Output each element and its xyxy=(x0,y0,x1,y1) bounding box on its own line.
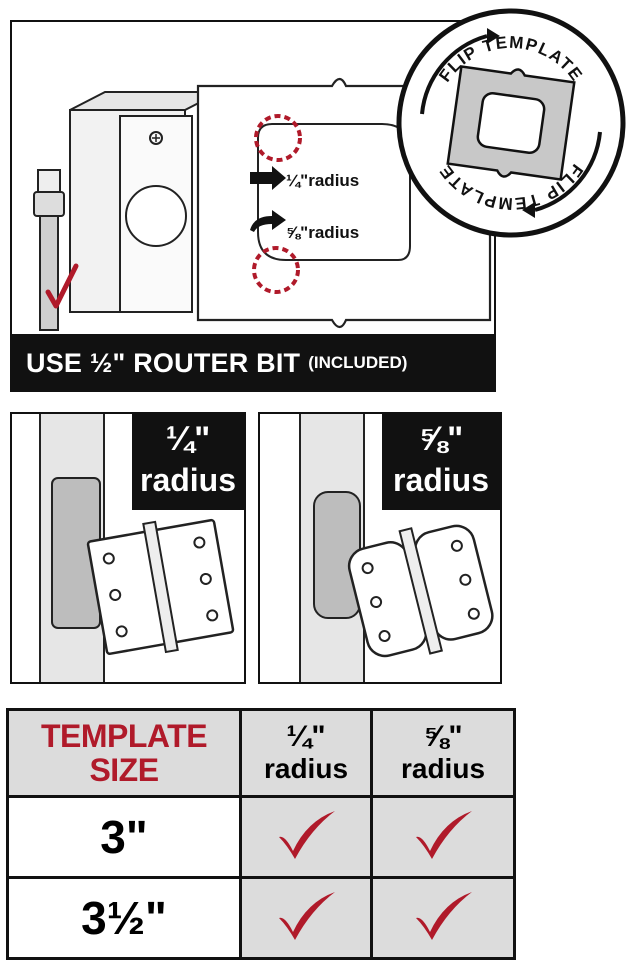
router-bit-text: USE ½" ROUTER BIT xyxy=(26,347,301,378)
check-cell xyxy=(239,795,373,879)
radius-fraction: ¼" xyxy=(165,420,211,458)
template-size-table: TEMPLATE SIZE ¼" radius ⅝" radius 3" 3½" xyxy=(6,708,516,960)
check-cell xyxy=(239,876,373,960)
size-cell: 3" xyxy=(6,795,242,879)
callout-quarter-radius: ¼"radius xyxy=(286,171,359,190)
router-bit-banner: USE ½" ROUTER BIT (INCLUDED) xyxy=(10,334,496,392)
table-row: 3½" xyxy=(6,876,516,960)
hinge-illustration-five-eighths xyxy=(299,414,494,682)
table-header-row: TEMPLATE SIZE ¼" radius ⅝" radius xyxy=(6,708,516,798)
radius-fraction: ⅝" xyxy=(418,420,464,458)
header-five-eighths-word: radius xyxy=(400,753,486,784)
check-icon xyxy=(416,891,472,940)
radius-label-quarter: ¼" radius xyxy=(132,414,244,510)
check-icon xyxy=(279,891,335,940)
table-row: 3" xyxy=(6,795,516,879)
hinge-panel-quarter: ¼" radius xyxy=(10,412,246,684)
check-icon xyxy=(279,810,335,859)
router-bit-included: (INCLUDED) xyxy=(308,353,408,372)
header-template-size: TEMPLATE SIZE xyxy=(6,708,242,798)
header-quarter-word: radius xyxy=(263,753,349,784)
check-cell xyxy=(370,876,516,960)
radius-label-five-eighths: ⅝" radius xyxy=(382,414,500,510)
header-quarter-frac: ¼" xyxy=(286,720,326,753)
radius-word: radius xyxy=(392,462,490,498)
callout-five-eighths-radius: ⅝"radius xyxy=(286,223,359,242)
hinge-panel-five-eighths: ⅝" radius xyxy=(258,412,502,684)
hinge-illustration-quarter xyxy=(39,414,235,682)
header-line-1: TEMPLATE xyxy=(40,718,208,754)
check-icon xyxy=(416,810,472,859)
size-value: 3" xyxy=(100,811,148,863)
header-five-eighths-radius: ⅝" radius xyxy=(370,708,516,798)
size-cell: 3½" xyxy=(6,876,242,960)
header-five-eighths-frac: ⅝" xyxy=(423,720,463,753)
check-cell xyxy=(370,795,516,879)
header-quarter-radius: ¼" radius xyxy=(239,708,373,798)
flip-template-badge: FLIP TEMPLATE FLIP TEMPLATE xyxy=(396,8,626,238)
header-line-2: SIZE xyxy=(89,752,159,788)
radius-word: radius xyxy=(139,462,237,498)
size-value: 3½" xyxy=(81,892,167,944)
